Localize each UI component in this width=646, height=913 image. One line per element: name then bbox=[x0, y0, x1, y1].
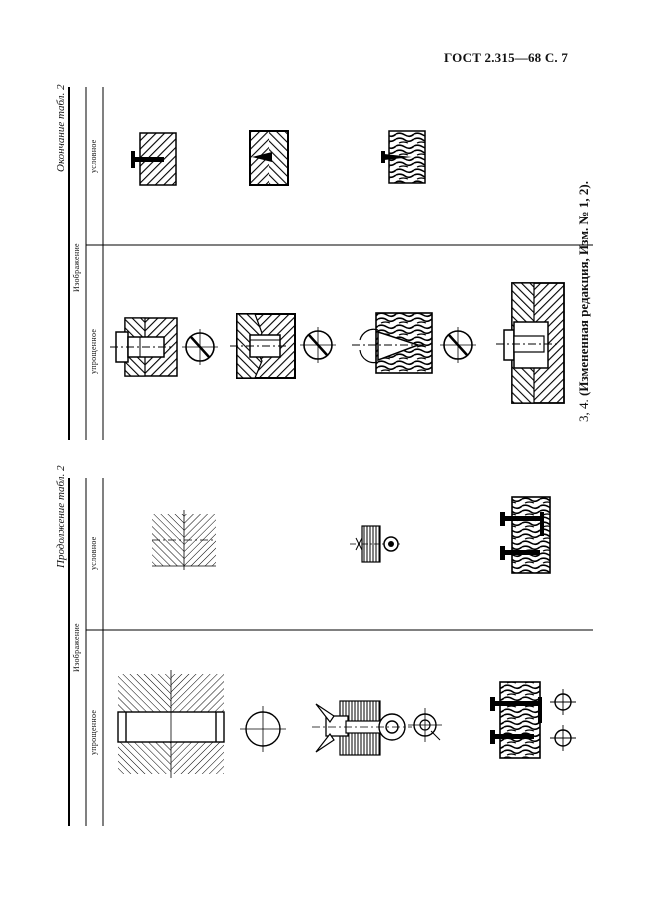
upper-conv-figure-1 bbox=[131, 132, 177, 186]
upper-simp-circle-1 bbox=[182, 329, 218, 365]
lower-conv-figure-3 bbox=[500, 496, 551, 574]
lower-simp-figure-1 bbox=[117, 670, 225, 778]
upper-conv-figure-2 bbox=[249, 130, 289, 186]
lower-simp-figure-2 bbox=[312, 700, 412, 756]
upper-simp-figure-3 bbox=[352, 312, 433, 374]
lower-conv-figure-1 bbox=[152, 510, 216, 570]
upper-simp-figure-1 bbox=[110, 317, 178, 377]
upper-simp-circle-2 bbox=[300, 327, 336, 363]
lower-simp-figure-3 bbox=[490, 681, 542, 759]
upper-simp-circle-3 bbox=[440, 327, 476, 363]
upper-simp-figure-2 bbox=[230, 313, 296, 379]
lower-simp-circle-4 bbox=[550, 725, 576, 751]
lower-simp-circle-2 bbox=[408, 708, 442, 742]
upper-conv-figure-3 bbox=[381, 130, 426, 184]
lower-conv-figure-2 bbox=[350, 525, 400, 563]
lower-table-frame bbox=[68, 478, 593, 826]
page-header: ГОСТ 2.315—68 С. 7 bbox=[444, 50, 569, 65]
lower-simp-circle-1 bbox=[240, 706, 286, 752]
upper-table-frame bbox=[68, 87, 593, 440]
lower-simp-circle-3 bbox=[550, 689, 576, 715]
upper-simp-figure-4 bbox=[496, 282, 565, 404]
